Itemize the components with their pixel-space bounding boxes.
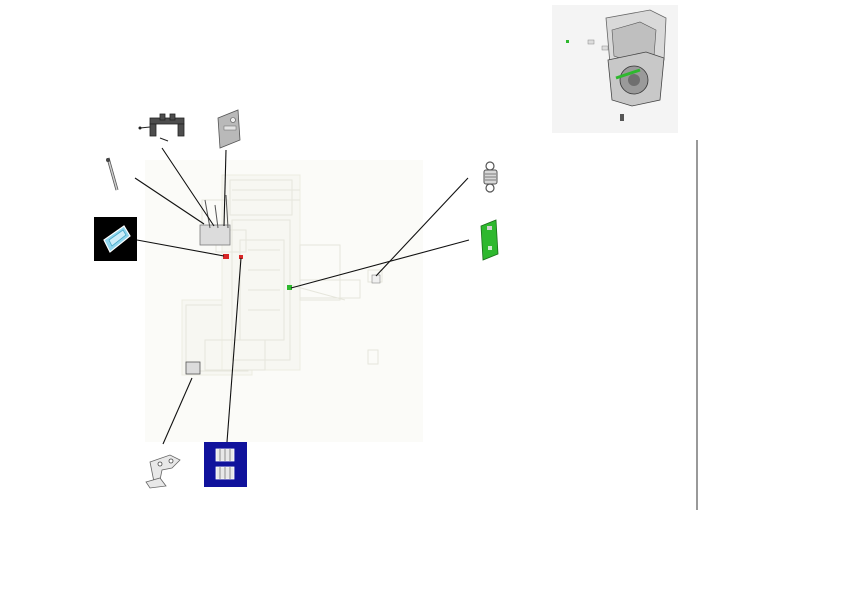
assembly-overview-icon [552, 5, 678, 133]
rail-bracket-icon [138, 113, 185, 142]
leader-lines [134, 147, 470, 445]
assembly-detail-fragments [185, 194, 381, 375]
green-highlight-marker [287, 285, 292, 290]
shaft-lever-icon [106, 157, 119, 191]
red-highlight-marker [223, 254, 229, 259]
tension-spring-icon [483, 161, 498, 193]
circuit-board-icon [480, 219, 499, 261]
lcd-window-callout [94, 217, 137, 261]
ghost-main-assembly [145, 160, 423, 442]
latch-bracket-icon [145, 454, 181, 489]
connector-blocks-callout [204, 442, 247, 487]
cover-plate-icon [217, 109, 241, 149]
red-highlight-marker-small [239, 255, 243, 259]
